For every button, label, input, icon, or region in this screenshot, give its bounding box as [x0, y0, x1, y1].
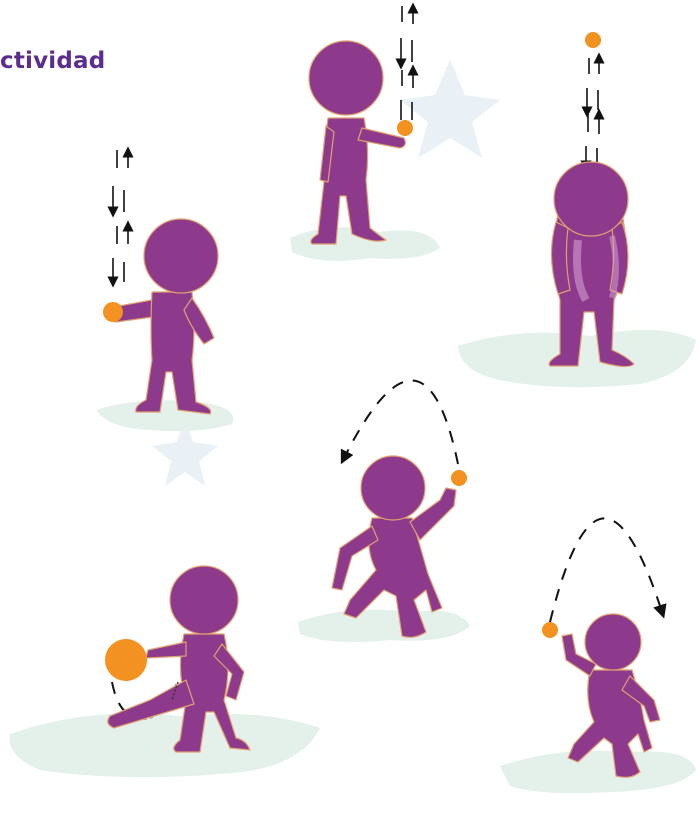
star-decoration-icon: [400, 60, 500, 158]
ball-trajectory-arc: [344, 380, 458, 464]
ground-shadow: [298, 610, 470, 642]
ground-shadow: [10, 713, 320, 777]
ground-shadow: [96, 400, 233, 431]
figure-catching-ball-arc: [542, 518, 662, 777]
ball-icon: [542, 622, 558, 638]
ball-icon: [585, 32, 601, 48]
ball-icon: [103, 302, 123, 322]
ball-icon: [451, 470, 467, 486]
ground-shadow: [500, 751, 696, 794]
ball-icon: [397, 120, 413, 136]
figure-ball-on-head: [549, 32, 634, 367]
figure-tossing-ball-up: [309, 6, 413, 244]
ball-trajectory-arc: [550, 518, 662, 622]
up-down-arrows-icon: [586, 58, 599, 166]
figure-throwing-ball-arc: [332, 380, 467, 637]
up-down-arrows-icon: [113, 150, 128, 282]
ball-icon: [105, 639, 147, 681]
figure-holding-ball-up: [103, 150, 218, 414]
